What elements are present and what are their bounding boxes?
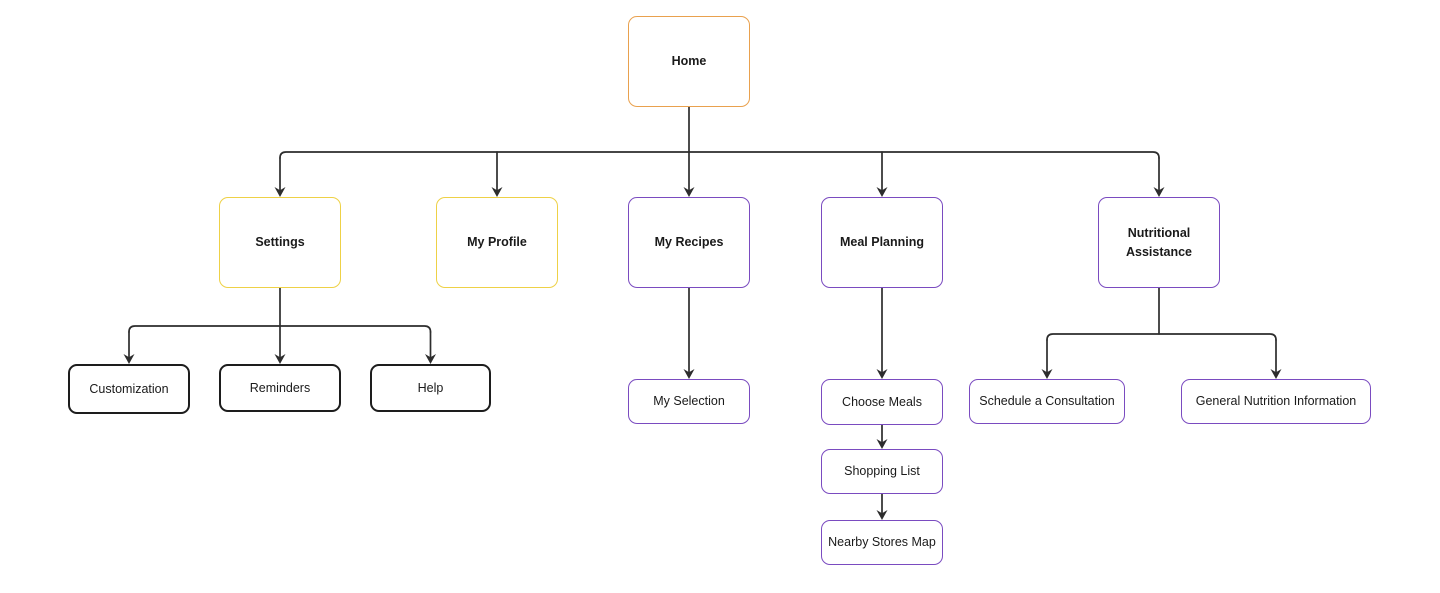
flow-edge-line	[128, 325, 432, 333]
node-label: My Recipes	[654, 235, 724, 250]
arrowhead-icon	[123, 354, 135, 364]
flow-node-my-recipes[interactable]: My Recipes	[628, 197, 750, 288]
node-label: My Selection	[653, 394, 725, 409]
arrowhead-icon	[683, 187, 695, 197]
arrowhead-icon	[876, 439, 888, 449]
flow-node-meal-planning[interactable]: Meal Planning	[821, 197, 943, 288]
arrowhead-icon	[683, 369, 695, 379]
flow-node-schedule-a-consultation[interactable]: Schedule a Consultation	[969, 379, 1125, 424]
flow-node-help[interactable]: Help	[370, 364, 491, 412]
node-label: Schedule a Consultation	[979, 394, 1115, 409]
flow-node-nearby-stores-map[interactable]: Nearby Stores Map	[821, 520, 943, 565]
arrowhead-icon	[876, 369, 888, 379]
arrowhead-icon	[491, 187, 503, 197]
flow-node-my-selection[interactable]: My Selection	[628, 379, 750, 424]
arrowhead-icon	[425, 354, 436, 364]
node-label: Home	[671, 54, 707, 69]
flow-node-customization[interactable]: Customization	[68, 364, 190, 414]
flow-node-general-nutrition-information[interactable]: General Nutrition Information	[1181, 379, 1371, 424]
node-label: Meal Planning	[839, 235, 925, 250]
flow-node-home[interactable]: Home	[628, 16, 750, 107]
node-label: Reminders	[249, 380, 311, 395]
node-label: Customization	[89, 381, 169, 396]
node-label: General Nutrition Information	[1195, 394, 1357, 409]
arrowhead-icon	[1153, 187, 1165, 197]
flow-node-nutritional-assistance[interactable]: Nutritional Assistance	[1098, 197, 1220, 288]
flow-edge-line	[279, 151, 1160, 159]
flow-node-my-profile[interactable]: My Profile	[436, 197, 558, 288]
flow-node-choose-meals[interactable]: Choose Meals	[821, 379, 943, 425]
node-label: Help	[417, 380, 444, 395]
arrowhead-icon	[274, 354, 286, 364]
arrowhead-icon	[876, 187, 888, 197]
flow-node-reminders[interactable]: Reminders	[219, 364, 341, 412]
node-label: My Profile	[467, 235, 527, 250]
arrowhead-icon	[1041, 369, 1053, 379]
arrowhead-icon	[876, 510, 888, 520]
node-label: Nutritional Assistance	[1125, 226, 1192, 259]
flow-node-shopping-list[interactable]: Shopping List	[821, 449, 943, 494]
node-label: Shopping List	[844, 464, 920, 479]
flow-node-settings[interactable]: Settings	[219, 197, 341, 288]
arrowhead-icon	[274, 187, 286, 197]
node-label: Settings	[255, 235, 305, 250]
arrowhead-icon	[1270, 369, 1282, 379]
node-label: Choose Meals	[842, 394, 922, 409]
node-label: Nearby Stores Map	[828, 535, 936, 550]
flow-edge-line	[1046, 333, 1277, 341]
